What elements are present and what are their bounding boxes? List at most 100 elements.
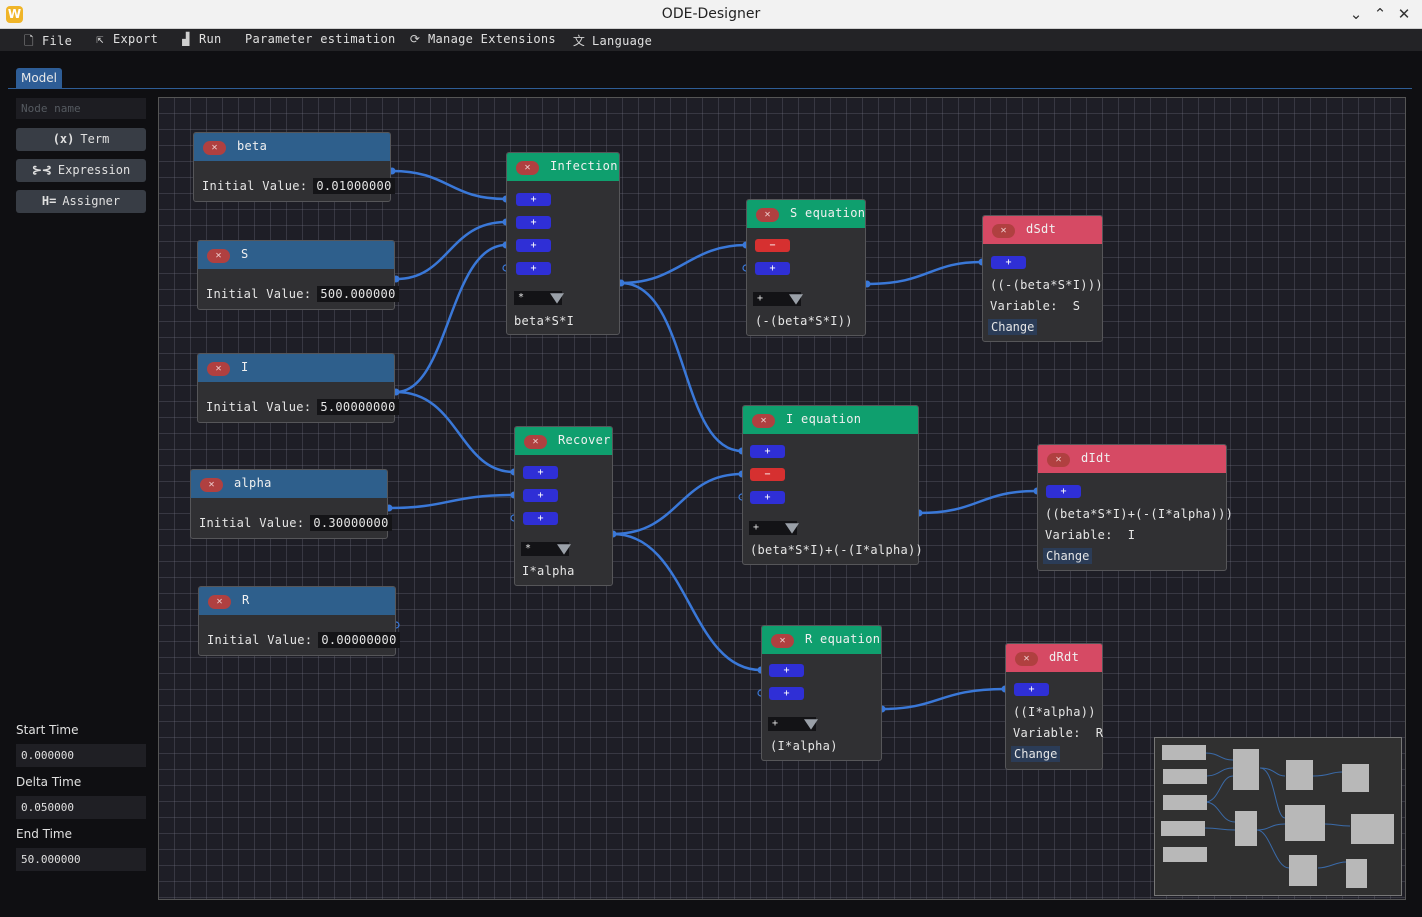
pin-toggle[interactable]: + bbox=[750, 445, 785, 458]
node-assigner-drdt[interactable]: ✕ dRdt + ((I*alpha)) Variable: R Change bbox=[1005, 643, 1103, 770]
node-expression-s-equation[interactable]: ✕ S equation − + + (-(beta*S*I)) bbox=[746, 199, 866, 336]
close-icon[interactable]: ✕ bbox=[207, 362, 230, 376]
operator-select[interactable]: * bbox=[521, 542, 571, 556]
operator-select[interactable]: * bbox=[514, 291, 564, 305]
menu-manage-extensions[interactable]: ⟳Manage Extensions bbox=[408, 32, 556, 48]
node-term-alpha[interactable]: ✕ alpha Initial Value:0.30000000 bbox=[190, 469, 392, 539]
pin-toggle[interactable]: + bbox=[1014, 683, 1049, 696]
initial-value-input[interactable]: 500.000000 bbox=[317, 286, 399, 302]
close-icon[interactable]: ✕ bbox=[992, 224, 1015, 238]
node-expression-recover[interactable]: ✕ Recover + + + * I*alpha bbox=[514, 426, 613, 586]
expression-icon: ⊱⊰ bbox=[31, 163, 52, 177]
minimap[interactable] bbox=[1154, 737, 1402, 896]
operator-select[interactable]: + bbox=[749, 521, 799, 535]
initial-value-input[interactable]: 0.00000000 bbox=[318, 632, 400, 648]
initial-value-input[interactable]: 5.00000000 bbox=[317, 399, 399, 415]
link-recover-iequation bbox=[612, 472, 743, 536]
end-time-input[interactable]: 50.000000 bbox=[16, 848, 146, 871]
variable-value: R bbox=[1095, 726, 1104, 740]
pin-toggle[interactable]: + bbox=[516, 262, 551, 275]
minimize-icon[interactable]: ⌄ bbox=[1349, 5, 1363, 23]
close-icon[interactable]: ✕ bbox=[524, 435, 547, 449]
maximize-icon[interactable]: ⌃ bbox=[1373, 5, 1387, 23]
change-button[interactable]: Change bbox=[1011, 746, 1061, 762]
expression-text: (beta*S*I)+(-(I*alpha)) bbox=[750, 543, 924, 557]
delta-time-input[interactable]: 0.050000 bbox=[16, 796, 146, 819]
node-term-s[interactable]: ✕ S Initial Value:500.000000 bbox=[197, 240, 399, 310]
initial-value-input[interactable]: 0.01000000 bbox=[313, 178, 395, 194]
close-icon[interactable]: ✕ bbox=[208, 595, 231, 609]
tab-model[interactable]: Model bbox=[16, 68, 62, 88]
operator-select[interactable]: + bbox=[768, 717, 818, 731]
close-icon[interactable]: ✕ bbox=[200, 478, 223, 492]
start-time-input[interactable]: 0.000000 bbox=[16, 744, 146, 767]
minimap-node bbox=[1162, 745, 1206, 760]
node-name-input[interactable]: Node name bbox=[16, 98, 146, 119]
node-header[interactable]: ✕ dSdt bbox=[983, 216, 1102, 244]
node-header[interactable]: ✕ Infection bbox=[507, 153, 619, 181]
node-header[interactable]: ✕ I bbox=[198, 354, 394, 382]
node-header[interactable]: ✕ R bbox=[199, 587, 395, 615]
minimap-node bbox=[1235, 811, 1257, 846]
close-icon[interactable]: ✕ bbox=[207, 249, 230, 263]
node-header[interactable]: ✕ alpha bbox=[191, 470, 387, 498]
close-icon[interactable]: ✕ bbox=[516, 161, 539, 175]
close-icon[interactable]: ✕ bbox=[756, 208, 779, 222]
expression-text: ((I*alpha)) bbox=[1013, 705, 1096, 719]
close-icon[interactable]: ✕ bbox=[203, 141, 226, 155]
node-expression-infection[interactable]: ✕ Infection + + + + * beta*S*I bbox=[506, 152, 620, 335]
initial-value-row: Initial Value:0.30000000 bbox=[199, 515, 392, 531]
add-assigner-button[interactable]: H=Assigner bbox=[16, 190, 146, 213]
pin-toggle[interactable]: + bbox=[516, 193, 551, 206]
node-term-i[interactable]: ✕ I Initial Value:5.00000000 bbox=[197, 353, 399, 423]
minimap-node bbox=[1161, 821, 1205, 836]
pin-toggle[interactable]: + bbox=[516, 216, 551, 229]
node-editor-canvas[interactable]: ✕ beta Initial Value:0.01000000 ✕ S Init… bbox=[158, 97, 1406, 900]
pin-toggle[interactable]: − bbox=[750, 468, 785, 481]
node-term-beta[interactable]: ✕ beta Initial Value:0.01000000 bbox=[193, 132, 395, 202]
pin-toggle[interactable]: + bbox=[991, 256, 1026, 269]
pin-toggle[interactable]: + bbox=[523, 512, 558, 525]
menu-bar: 🗋File ⇱Export ▟Run Parameter estimation … bbox=[0, 29, 1422, 51]
add-expression-button[interactable]: ⊱⊰Expression bbox=[16, 159, 146, 182]
node-header[interactable]: ✕ Recover bbox=[515, 427, 612, 455]
node-header[interactable]: ✕ beta bbox=[194, 133, 390, 161]
add-term-button[interactable]: (x)Term bbox=[16, 128, 146, 151]
pin-toggle[interactable]: + bbox=[769, 687, 804, 700]
pin-toggle[interactable]: + bbox=[1046, 485, 1081, 498]
menu-export[interactable]: ⇱Export bbox=[93, 32, 158, 48]
initial-value-row: Initial Value:0.01000000 bbox=[202, 178, 395, 194]
link-recover-requation bbox=[612, 532, 762, 672]
pin-toggle[interactable]: + bbox=[523, 466, 558, 479]
node-expression-r-equation[interactable]: ✕ R equation + + + (I*alpha) bbox=[761, 625, 882, 761]
node-assigner-didt[interactable]: ✕ dIdt + ((beta*S*I)+(-(I*alpha))) Varia… bbox=[1037, 444, 1233, 571]
node-header[interactable]: ✕ R equation bbox=[762, 626, 881, 654]
close-icon[interactable]: ✕ bbox=[752, 414, 775, 428]
node-header[interactable]: ✕ dRdt bbox=[1006, 644, 1102, 672]
menu-parameter-estimation[interactable]: Parameter estimation bbox=[245, 32, 396, 48]
pin-toggle[interactable]: + bbox=[750, 491, 785, 504]
node-header[interactable]: ✕ S equation bbox=[747, 200, 865, 228]
node-header[interactable]: ✕ S bbox=[198, 241, 394, 269]
node-header[interactable]: ✕ I equation bbox=[743, 406, 918, 434]
close-icon[interactable]: ✕ bbox=[1015, 652, 1038, 666]
node-term-r[interactable]: ✕ R Initial Value:0.00000000 bbox=[198, 586, 400, 656]
pin-toggle[interactable]: + bbox=[523, 489, 558, 502]
node-assigner-dsdt[interactable]: ✕ dSdt + ((-(beta*S*I))) Variable: S Cha… bbox=[982, 215, 1103, 342]
pin-toggle[interactable]: + bbox=[755, 262, 790, 275]
pin-toggle[interactable]: + bbox=[769, 664, 804, 677]
menu-file[interactable]: 🗋File bbox=[22, 32, 72, 48]
node-header[interactable]: ✕ dIdt bbox=[1038, 445, 1226, 473]
close-icon[interactable]: ✕ bbox=[1047, 453, 1070, 467]
operator-select[interactable]: + bbox=[753, 292, 803, 306]
change-button[interactable]: Change bbox=[988, 319, 1038, 335]
pin-toggle[interactable]: + bbox=[516, 239, 551, 252]
close-window-icon[interactable]: ✕ bbox=[1397, 5, 1411, 23]
initial-value-input[interactable]: 0.30000000 bbox=[310, 515, 392, 531]
node-expression-i-equation[interactable]: ✕ I equation + − + + (beta*S*I)+(-(I*alp… bbox=[742, 405, 923, 565]
change-button[interactable]: Change bbox=[1043, 548, 1093, 564]
close-icon[interactable]: ✕ bbox=[771, 634, 794, 648]
pin-toggle[interactable]: − bbox=[755, 239, 790, 252]
menu-run[interactable]: ▟Run bbox=[179, 32, 222, 48]
